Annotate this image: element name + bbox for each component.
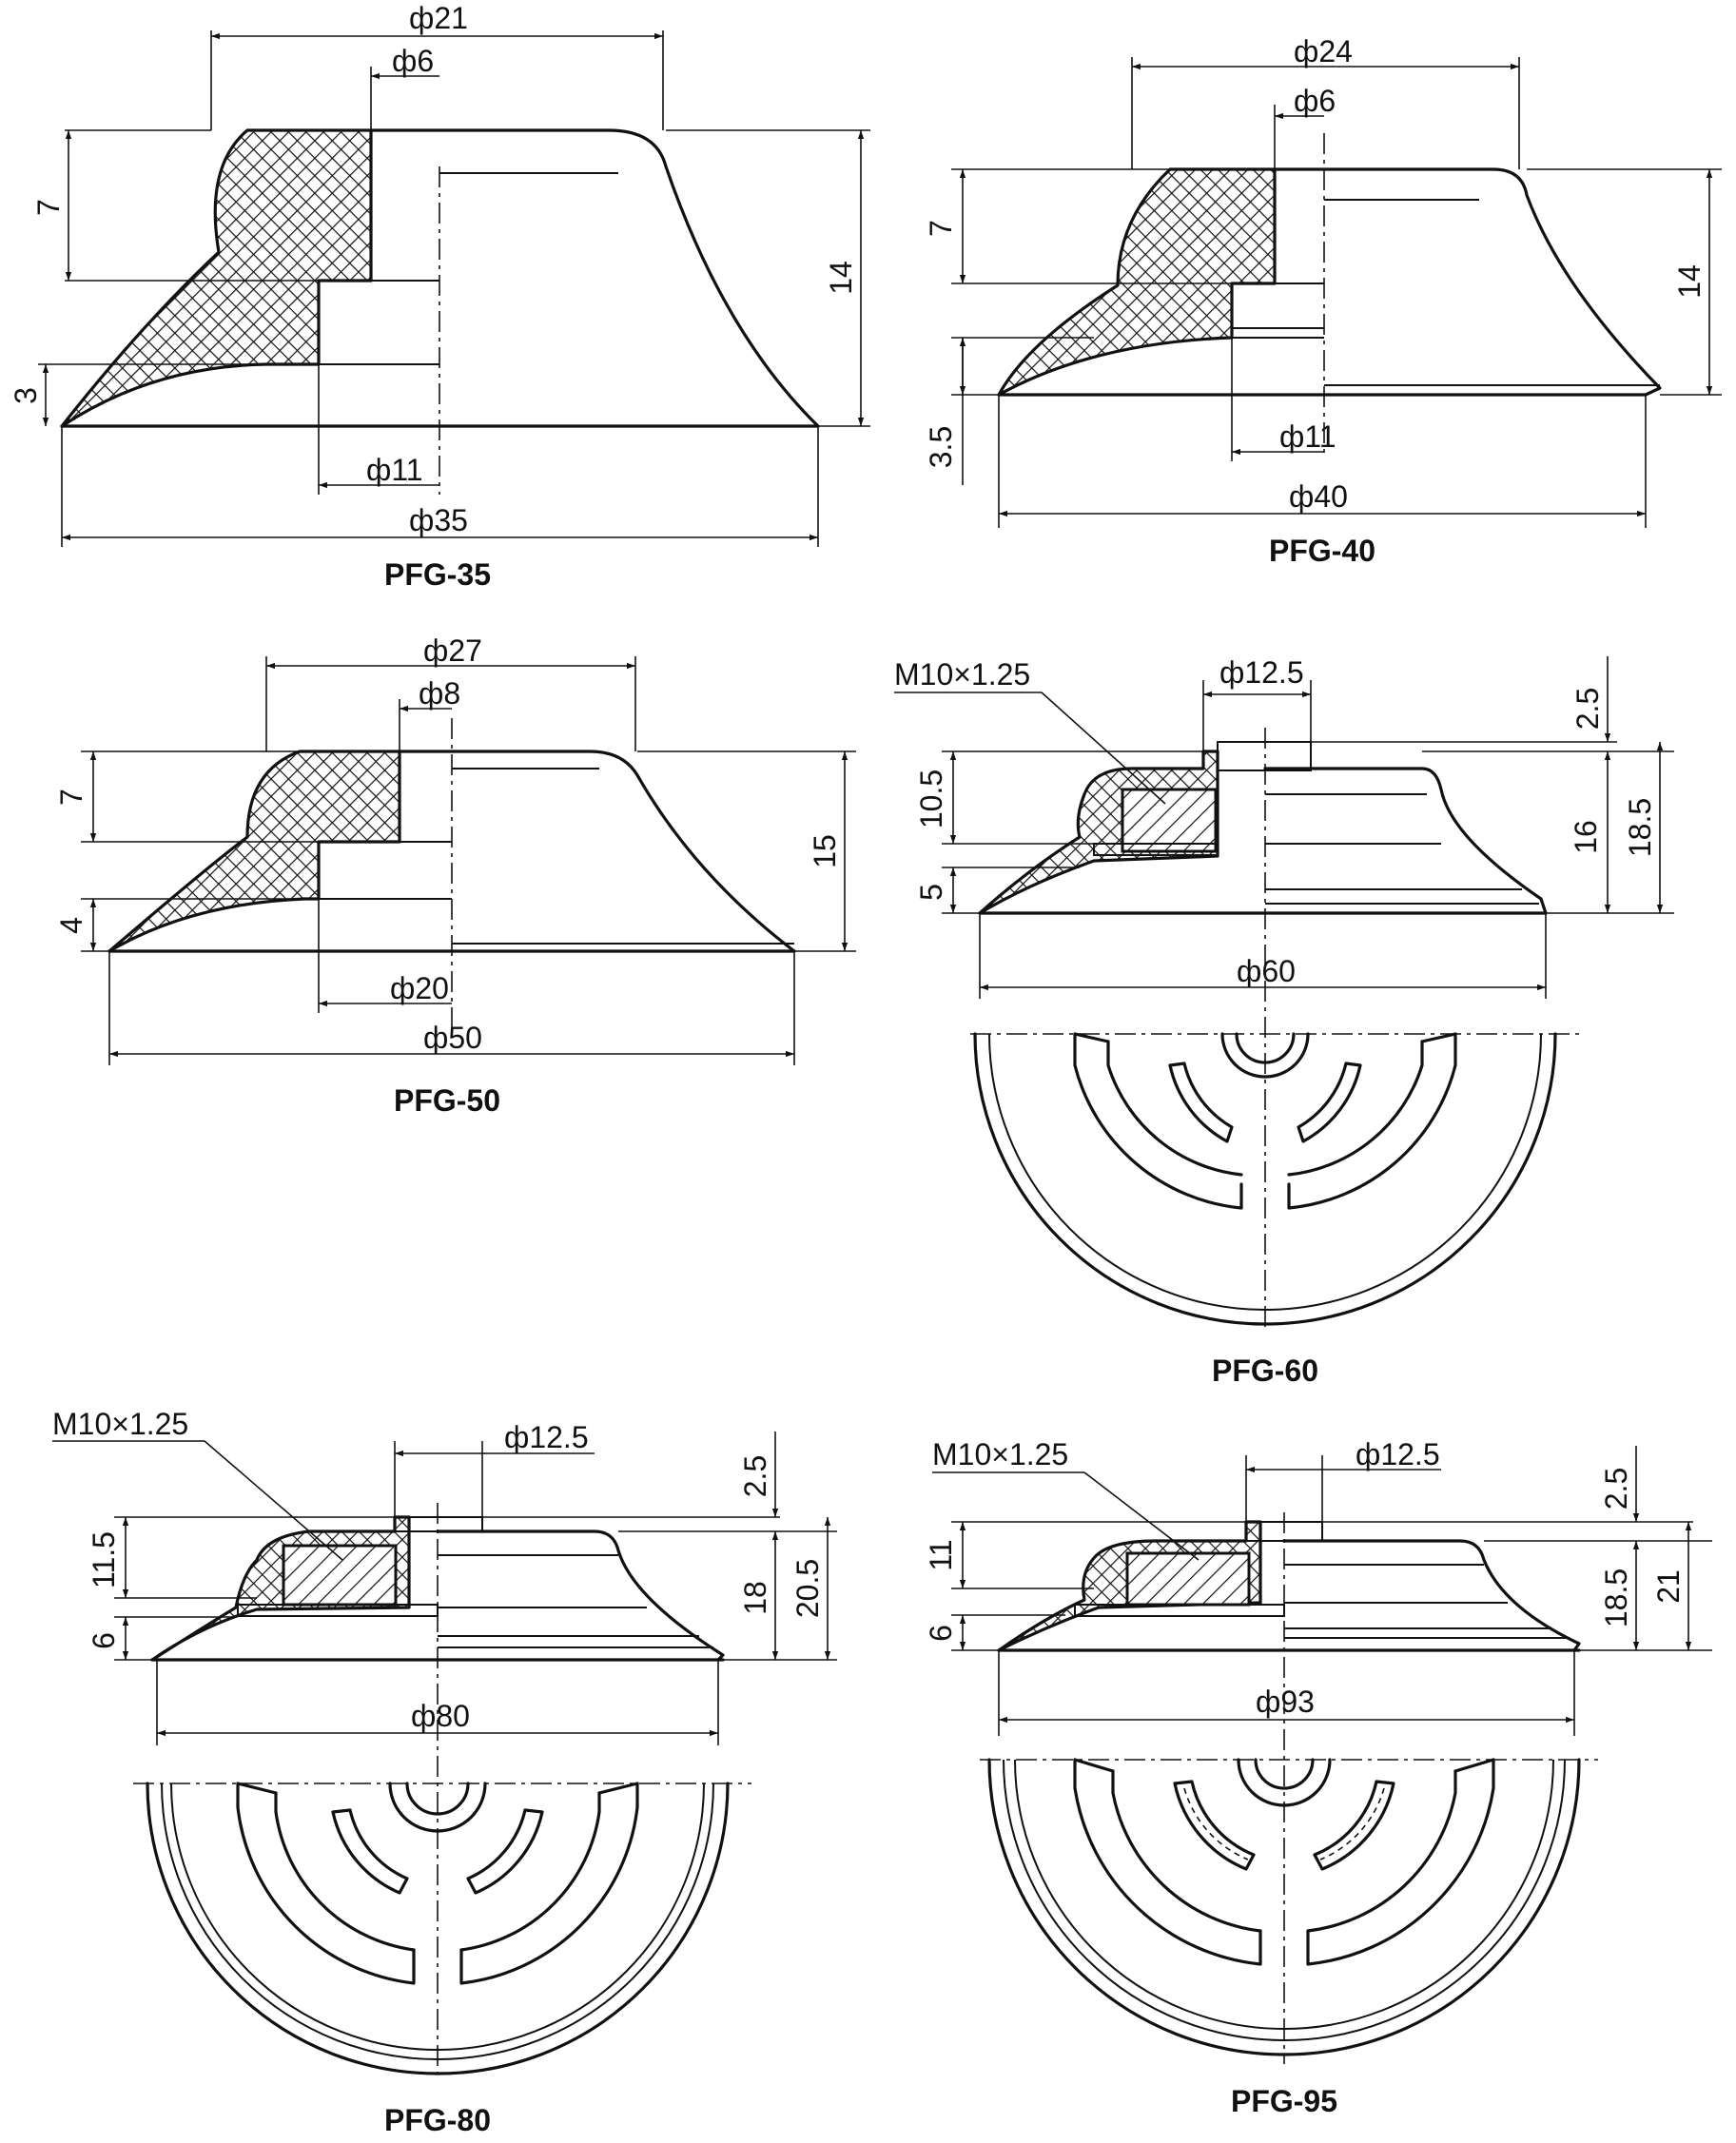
thread-callout: M10×1.25 [932,1437,1068,1471]
drawing-pfg-50: ф27 ф8 7 4 15 ф20 ф50 PFG-50 [54,633,856,1118]
cup-bottom-view [133,1782,751,2075]
cup-section-view [978,728,1548,1332]
thread-callout: M10×1.25 [52,1407,188,1441]
dim-lip-height: 5 [914,884,948,901]
cup-section-view [997,1512,1581,2064]
dim-inner-diameter: ф20 [390,971,449,1005]
drawing-title: PFG-50 [394,1083,500,1118]
dim-outer-diameter: ф40 [1289,479,1348,514]
dimensions: ф27 ф8 7 4 15 ф20 ф50 [54,633,856,1065]
dim-upper-height: 10.5 [914,770,948,828]
drawing-title: PFG-80 [384,2103,491,2137]
cup-section-view [107,718,796,1037]
dim-body-height: 18.5 [1599,1568,1633,1627]
drawing-pfg-40: ф24 ф6 7 3.5 14 ф11 ф40 PFG-40 [924,34,1722,568]
dim-lip-height: 3.5 [924,426,958,468]
dim-outer-diameter: ф50 [423,1021,482,1055]
thread-insert [282,1544,398,1607]
dim-outer-diameter: ф60 [1237,954,1296,988]
dim-hole-diameter: ф8 [419,676,460,711]
dimensions: ф24 ф6 7 3.5 14 ф11 ф40 [924,34,1722,528]
dim-upper-height: 7 [31,199,66,216]
thread-callout: M10×1.25 [894,657,1030,692]
dim-body-height: 18 [738,1581,772,1615]
cup-section-view [150,1503,725,2074]
dim-boss-height: 2.5 [1570,688,1605,730]
dim-boss-height: 2.5 [1599,1468,1633,1510]
drawing-pfg-95: M10×1.25 ф12.5 2.5 11 6 18.5 21 [924,1437,1712,2118]
dim-outer-diameter: ф35 [409,503,468,537]
drawing-pfg-60: M10×1.25 ф12.5 2.5 10.5 5 16 18.5 [894,655,1674,1388]
dim-upper-height: 7 [54,789,88,806]
dim-top-diameter: ф21 [409,1,468,35]
dim-upper-height: 11 [924,1539,958,1570]
dim-total-height: 15 [808,834,842,868]
cup-bottom-view [970,1032,1579,1326]
dim-hole-diameter: ф6 [1294,84,1336,118]
dim-lip-height: 6 [924,1625,958,1642]
drawing-pfg-35: ф21 ф6 7 3 14 ф11 ф35 PFG-35 [9,1,870,592]
cup-bottom-view [980,1758,1598,2056]
dim-hole-diameter: ф6 [392,44,434,78]
dim-lip-height: 6 [87,1632,121,1649]
dim-total-height: 21 [1651,1569,1686,1604]
cup-section-view [60,128,820,495]
dim-top-diameter: ф24 [1294,34,1353,68]
dim-body-height: 16 [1569,820,1603,854]
dim-outer-diameter: ф93 [1256,1685,1315,1719]
dim-total-height: 14 [824,261,858,295]
drawing-title: PFG-35 [384,557,491,592]
drawing-pfg-80: M10×1.25 ф12.5 2.5 11.5 6 18 20.5 [52,1407,837,2137]
thread-insert [1121,788,1218,853]
drawing-title: PFG-40 [1269,534,1375,568]
dim-top-diameter: ф27 [423,633,482,668]
dim-boss-diameter: ф12.5 [1219,655,1304,690]
dim-boss-height: 2.5 [738,1455,772,1497]
dim-total-height: 18.5 [1623,798,1657,857]
dim-total-height: 20.5 [790,1559,825,1618]
dim-boss-diameter: ф12.5 [504,1420,589,1454]
dimensions: M10×1.25 ф12.5 2.5 11.5 6 18 20.5 [52,1407,837,1745]
dim-inner-diameter: ф11 [366,453,423,487]
dim-boss-diameter: ф12.5 [1356,1437,1440,1471]
drawing-title: PFG-60 [1212,1354,1318,1388]
dim-inner-diameter: ф11 [1279,419,1336,454]
dimensions: ф21 ф6 7 3 14 ф11 ф35 [9,1,870,547]
cup-section-view [997,133,1662,457]
dim-lip-height: 4 [54,917,88,934]
dimensions: M10×1.25 ф12.5 2.5 10.5 5 16 18.5 [894,655,1674,999]
dim-outer-diameter: ф80 [411,1699,470,1733]
drawing-title: PFG-95 [1231,2084,1337,2118]
dim-upper-height: 7 [924,220,958,237]
dim-lip-height: 3 [9,387,43,404]
thread-insert [1125,1551,1251,1607]
dimensions: M10×1.25 ф12.5 2.5 11 6 18.5 21 [924,1437,1712,1736]
dim-upper-height: 11.5 [87,1531,121,1588]
dim-total-height: 14 [1672,264,1707,299]
